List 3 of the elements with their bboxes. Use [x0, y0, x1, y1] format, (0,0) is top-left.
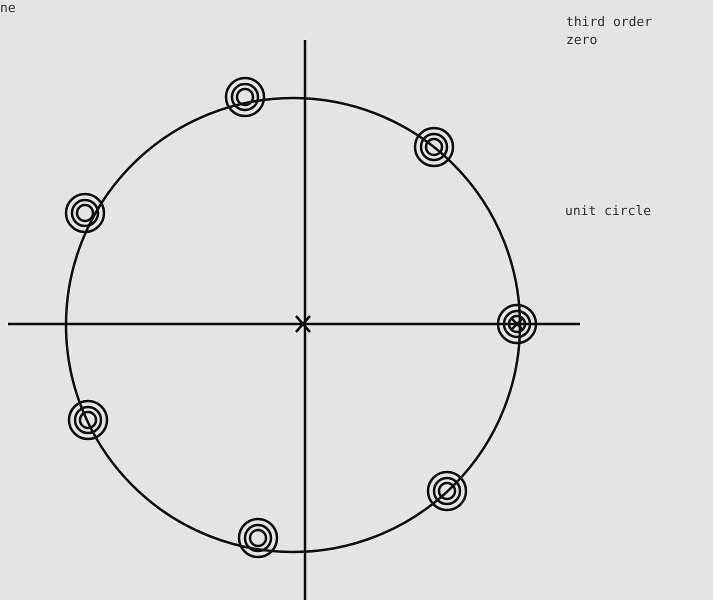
- plot-annotation: ne: [0, 0, 16, 18]
- plot-annotation: third order zero: [566, 14, 654, 50]
- plot-annotation: unit circle: [565, 203, 652, 221]
